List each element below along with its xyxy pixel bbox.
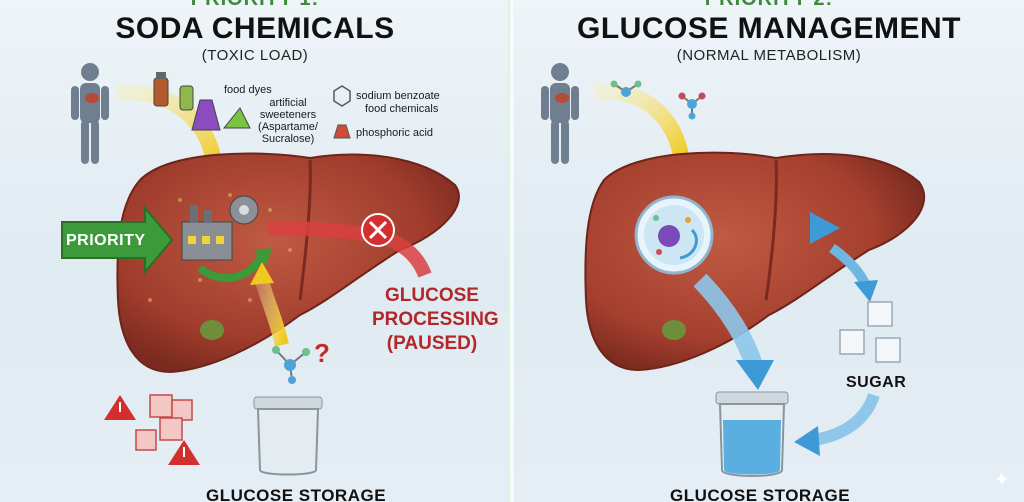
liver-right	[584, 151, 926, 372]
label-sodium-benzoate: sodium benzoate	[356, 90, 440, 102]
glucose-paused-label: GLUCOSE PROCESSING (PAUSED)	[372, 284, 499, 356]
paused-line-1: GLUCOSE	[385, 285, 479, 306]
gear-icon	[229, 195, 259, 225]
right-title: GLUCOSE MANAGEMENT	[577, 12, 961, 45]
question-mark: ?	[314, 338, 330, 368]
priority-arrow-label: PRIORITY	[66, 232, 146, 249]
molecule-icon	[272, 346, 310, 384]
left-priority-label: PRIORITY 1:	[0, 0, 510, 11]
chemical-bottles-icon	[153, 72, 251, 131]
right-panel-art	[541, 63, 926, 477]
sugar-cube-icon	[135, 394, 193, 451]
label-food-chemicals: food chemicals	[365, 103, 439, 115]
label-food-dyes: food dyes	[224, 84, 272, 96]
left-subtitle: (TOXIC LOAD)	[201, 47, 309, 64]
priority-arrow	[61, 205, 174, 275]
sweeteners-line-4: Sucralose)	[261, 133, 315, 145]
paused-line-2: PROCESSING	[372, 309, 499, 330]
glucose-storage-jar-left	[253, 396, 323, 476]
label-phosphoric-acid: phosphoric acid	[356, 127, 434, 139]
body-silhouette-icon	[71, 63, 109, 164]
factory-icon	[181, 205, 233, 261]
label-artificial-sweeteners: artificial sweeteners (Aspartame/ Sucral…	[252, 97, 324, 145]
sweeteners-line-1: artificial	[269, 97, 307, 109]
liver-left	[116, 152, 460, 374]
molecule-icon	[610, 80, 706, 120]
blue-arrow-return	[812, 392, 880, 446]
panel-divider	[508, 0, 516, 502]
benzene-ring-icon	[333, 85, 351, 107]
sugar-cube-icon	[839, 301, 901, 363]
left-panel-art	[61, 63, 460, 476]
right-storage-label: GLUCOSE STORAGE	[670, 486, 851, 502]
body-silhouette-icon	[541, 63, 579, 164]
cell-icon	[634, 195, 714, 275]
blue-arrow-down	[693, 273, 763, 368]
right-subtitle: (NORMAL METABOLISM)	[676, 47, 862, 64]
left-panel: PRIORITY 1: SODA CHEMICALS (TOXIC LOAD) …	[0, 0, 510, 502]
left-storage-label: GLUCOSE STORAGE	[206, 486, 387, 502]
right-panel: PRIORITY 2: GLUCOSE MANAGEMENT (NORMAL M…	[514, 0, 1024, 502]
warning-icon	[104, 395, 200, 465]
toxin-flow-arrow	[114, 83, 223, 172]
sparkle-icon: ✦	[993, 469, 1010, 491]
paused-line-3: (PAUSED)	[386, 333, 478, 354]
glucose-storage-jar-right	[715, 391, 789, 477]
right-priority-label: PRIORITY 2:	[514, 0, 1024, 11]
glucose-flow-arrow	[593, 83, 690, 162]
sweeteners-line-3: (Aspartame/	[258, 121, 318, 133]
sweeteners-line-2: sweeteners	[259, 109, 317, 121]
left-title: SODA CHEMICALS	[115, 12, 395, 45]
sugar-label: SUGAR	[846, 374, 907, 391]
